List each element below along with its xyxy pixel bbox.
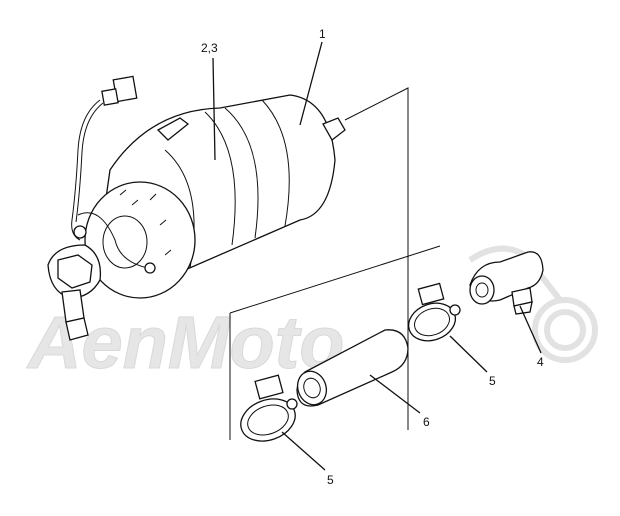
fuel-hose <box>296 329 409 407</box>
callout-5-upper: 5 <box>489 374 496 388</box>
leader-lines <box>212 41 542 471</box>
callout-4: 4 <box>537 355 544 369</box>
fuel-pump-body <box>47 75 346 341</box>
hose-clamp-lower <box>240 374 298 442</box>
callout-labels: 1 2,3 4 5 6 5 <box>201 27 544 487</box>
assembly-frame <box>229 87 441 440</box>
callout-5-lower: 5 <box>327 473 334 487</box>
hose-clamp-upper <box>407 282 461 342</box>
callout-6: 6 <box>423 415 430 429</box>
callout-2-3: 2,3 <box>201 41 218 55</box>
callout-1: 1 <box>319 27 326 41</box>
elbow-connector <box>469 251 544 315</box>
